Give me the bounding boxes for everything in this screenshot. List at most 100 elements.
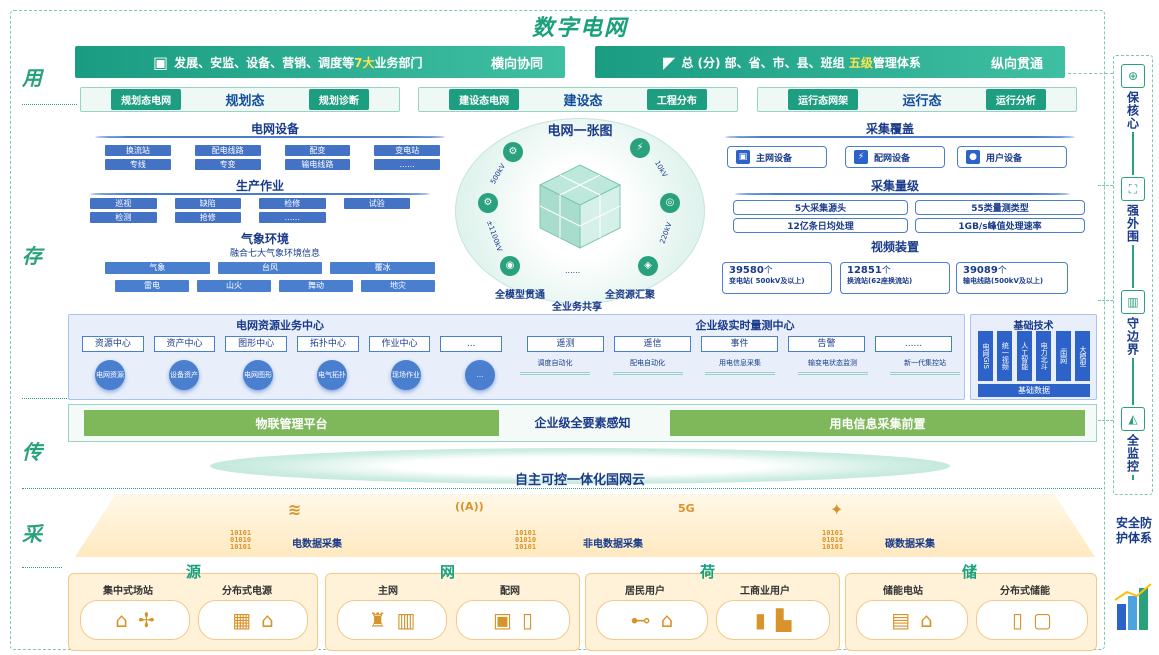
chip: 缺陷	[174, 198, 241, 209]
panel-sub: 储能电站	[883, 586, 923, 597]
caption-bottom: 全业务共享	[552, 302, 602, 313]
realtime-cell[interactable]: 遥信	[614, 336, 691, 352]
switch-icon: ▣	[493, 608, 512, 632]
device-icon: ▣	[736, 150, 750, 164]
car-icon: ⊷	[630, 608, 651, 632]
meter-front-bar: 用电信息采集前置	[670, 410, 1085, 436]
video-item: 12851个换流站(62座换流站)	[840, 262, 950, 294]
realtime-cell[interactable]: 遥测	[527, 336, 604, 352]
icon-tile: ▯▢	[976, 600, 1088, 640]
icon-tile: ⌂✢	[80, 600, 190, 640]
realtime-labels: 调度自动化 配电自动化 用电信息采集 输变电状态监测 新一代集控站	[520, 358, 960, 375]
resource-cell[interactable]: 作业中心	[368, 336, 431, 352]
layer-label-yong: 用	[22, 66, 42, 90]
stage-title: 建设态	[563, 94, 603, 109]
flag-icon: ◤	[663, 52, 676, 72]
plant-icon: ⌂	[115, 608, 128, 632]
icon-tile: ▣▯	[456, 600, 570, 640]
solar-panel-icon: ▦	[232, 608, 252, 632]
node-icon: ◉	[500, 256, 520, 276]
resource-center-title: 电网资源业务中心	[236, 319, 324, 332]
stage-pill[interactable]: 建设态电网	[449, 89, 520, 110]
divider	[22, 488, 1102, 489]
arc-divider	[95, 136, 445, 138]
realtime-label: 调度自动化	[520, 358, 590, 375]
chip: 变电站	[374, 145, 440, 156]
panel-sub: 工商业用户	[740, 586, 790, 597]
stage-pill[interactable]: 运行态网架	[788, 89, 859, 110]
icon-tile: ▮▙	[716, 600, 830, 640]
caption-right: 全资源汇聚	[605, 290, 655, 301]
coverage-item: ●用户设备	[957, 146, 1067, 168]
security-item: ⛶ 强外围	[1118, 175, 1148, 245]
resource-cell[interactable]: 资产中心	[153, 336, 216, 352]
layer-label-cun: 存	[22, 244, 42, 268]
security-item: ⊕ 保核心	[1118, 62, 1148, 132]
chip: 输电线路	[284, 159, 351, 170]
house-icon: ⌂	[261, 608, 274, 632]
banner-right-text: 总 (分) 部、省、市、县、班组 五级管理体系	[681, 55, 921, 70]
chip: 气象	[105, 262, 210, 274]
realtime-cells: 遥测 遥信 事件 告警 ......	[527, 336, 952, 352]
node-icon: ◈	[638, 256, 658, 276]
arc-divider	[735, 193, 1070, 195]
wave-icon: ≋	[288, 500, 302, 519]
realtime-cell[interactable]: ......	[875, 336, 952, 352]
panel-sub: 集中式场站	[103, 586, 153, 597]
realtime-label: 输变电状态监测	[797, 358, 868, 375]
realtime-cell[interactable]: 告警	[788, 336, 865, 352]
stage-pill[interactable]: 规划诊断	[308, 89, 369, 110]
layer-label-chuan: 传	[22, 440, 42, 464]
resource-cell[interactable]: 拓扑中心	[297, 336, 359, 352]
chip: 配变	[284, 145, 351, 156]
gather-label: 碳数据采集	[885, 539, 935, 550]
connector	[1098, 300, 1113, 301]
5g-icon: 5G	[678, 502, 695, 515]
resource-bubble: 电网图形	[243, 360, 273, 390]
stage-pill[interactable]: 规划态电网	[111, 89, 182, 110]
wind-turbine-icon: ✢	[137, 608, 155, 632]
cabinet-icon: ▯	[1012, 608, 1024, 632]
base-data-bar: 基础数据	[978, 384, 1090, 397]
panel-sub: 主网	[378, 586, 398, 597]
weather-row1: 气象 台风 覆冰	[105, 262, 435, 274]
realtime-cell[interactable]: 事件	[701, 336, 778, 352]
resource-bubble: ...	[465, 360, 495, 390]
icon-tile: ♜▥	[337, 600, 447, 640]
centers-panel	[68, 314, 965, 400]
coverage-item: ⚡配网设备	[845, 146, 945, 168]
chip: 检测	[90, 212, 157, 223]
video-item: 39089个输电线路(500kV及以上)	[956, 262, 1068, 294]
connector	[1098, 185, 1113, 186]
panel-sub: 配网	[500, 586, 520, 597]
chip: 检修	[259, 198, 326, 209]
antenna-icon: ((A))	[455, 500, 484, 513]
gather-label: 非电数据采集	[583, 539, 643, 550]
bar-chart-icon	[1114, 583, 1152, 630]
tower-icon: ♜	[368, 608, 387, 632]
charger-icon: ▮	[754, 608, 766, 632]
camera-icon: ◭	[1121, 407, 1145, 431]
icon-tile: ▦⌂	[198, 600, 308, 640]
iot-platform-bar: 物联管理平台	[84, 410, 499, 436]
stage-pill[interactable]: 工程分布	[646, 89, 707, 110]
gathering-band	[75, 494, 1095, 557]
coverage-title: 采集覆盖	[865, 122, 914, 136]
scale-item: 5大采集源头	[733, 200, 908, 215]
resource-cell[interactable]: 资源中心	[82, 336, 144, 352]
stage-pill[interactable]: 运行分析	[985, 89, 1046, 110]
chip: 试验	[343, 198, 410, 209]
grid-equipment-grid: 换流站 配电线路 配变 变电站 专线 专变 输电线路 ......	[105, 145, 440, 170]
resource-cell[interactable]: 图形中心	[225, 336, 287, 352]
scale-item: 1GB/s峰值处理速率	[915, 218, 1085, 233]
battery-icon: ▯	[521, 608, 533, 632]
perception-title: 企业级全要素感知	[534, 416, 631, 430]
lightning-icon: ⚡	[854, 150, 868, 164]
panel-title: 荷	[700, 563, 716, 581]
connector	[1068, 73, 1113, 74]
security-label: 全监控	[1125, 434, 1140, 473]
resource-cell[interactable]: ...	[440, 336, 502, 352]
banner-left-text: 发展、安监、设备、营销、调度等7大业务部门	[174, 55, 423, 70]
